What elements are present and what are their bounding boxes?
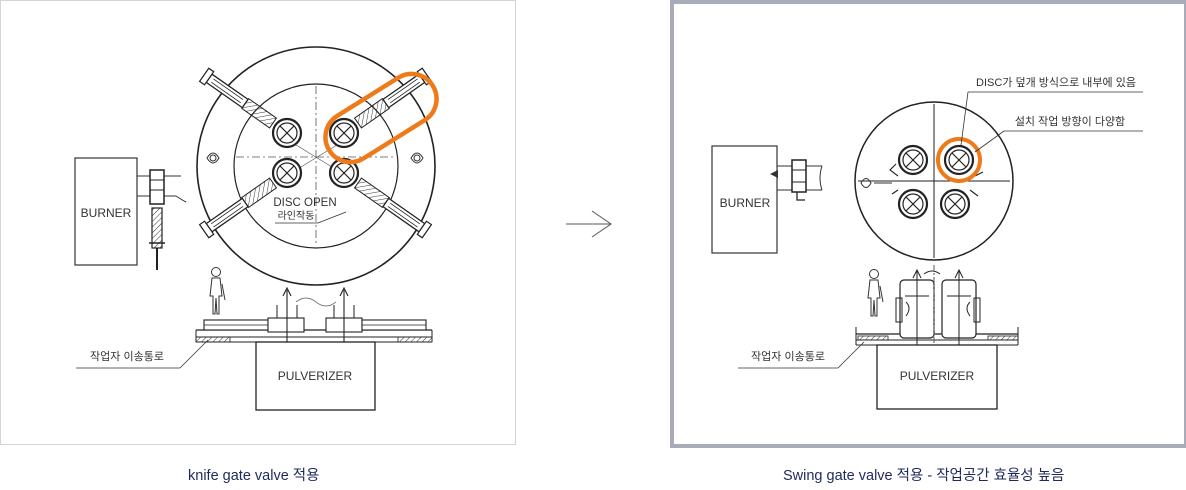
left-side-view: PULVERIZER 작업자 이송통로 <box>76 267 433 411</box>
knife-valve-highlight <box>323 71 439 165</box>
left-burner-box <box>74 157 138 266</box>
line-action-label: 라인작동 <box>278 210 315 222</box>
left-pulverizer-label: PULVERIZER <box>278 369 353 383</box>
right-burner-box <box>711 145 778 254</box>
right-caption: Swing gate valve 적용 - 작업공간 효율성 높음 <box>783 468 1065 484</box>
right-top-view <box>854 101 1014 261</box>
left-walkway-label: 작업자 이송통로 <box>90 350 164 363</box>
right-walkway-label: 작업자 이송통로 <box>751 350 825 363</box>
swing-valve-highlight <box>936 137 982 183</box>
transition-arrow <box>566 210 612 238</box>
left-caption: knife gate valve 적용 <box>188 468 320 484</box>
right-pulverizer-label: PULVERIZER <box>900 369 975 383</box>
right-side-view: PULVERIZER 작업자 이송통로 <box>738 265 1019 410</box>
left-top-view: DISC OPEN 라인작동 <box>196 46 439 286</box>
left-burner-assembly: BURNER <box>74 157 187 270</box>
right-callouts: DISC가 덮개 방식으로 내부에 있음 설치 작업 방향이 다양함 <box>960 76 1143 153</box>
right-burner-assembly: BURNER <box>711 145 823 254</box>
callout-install-direction: 설치 작업 방향이 다양함 <box>1015 115 1125 128</box>
callout-disc-cover: DISC가 덮개 방식으로 내부에 있음 <box>976 76 1136 89</box>
disc-open-label: DISC OPEN <box>273 197 336 209</box>
right-burner-label: BURNER <box>720 196 771 210</box>
left-burner-label: BURNER <box>81 206 132 220</box>
